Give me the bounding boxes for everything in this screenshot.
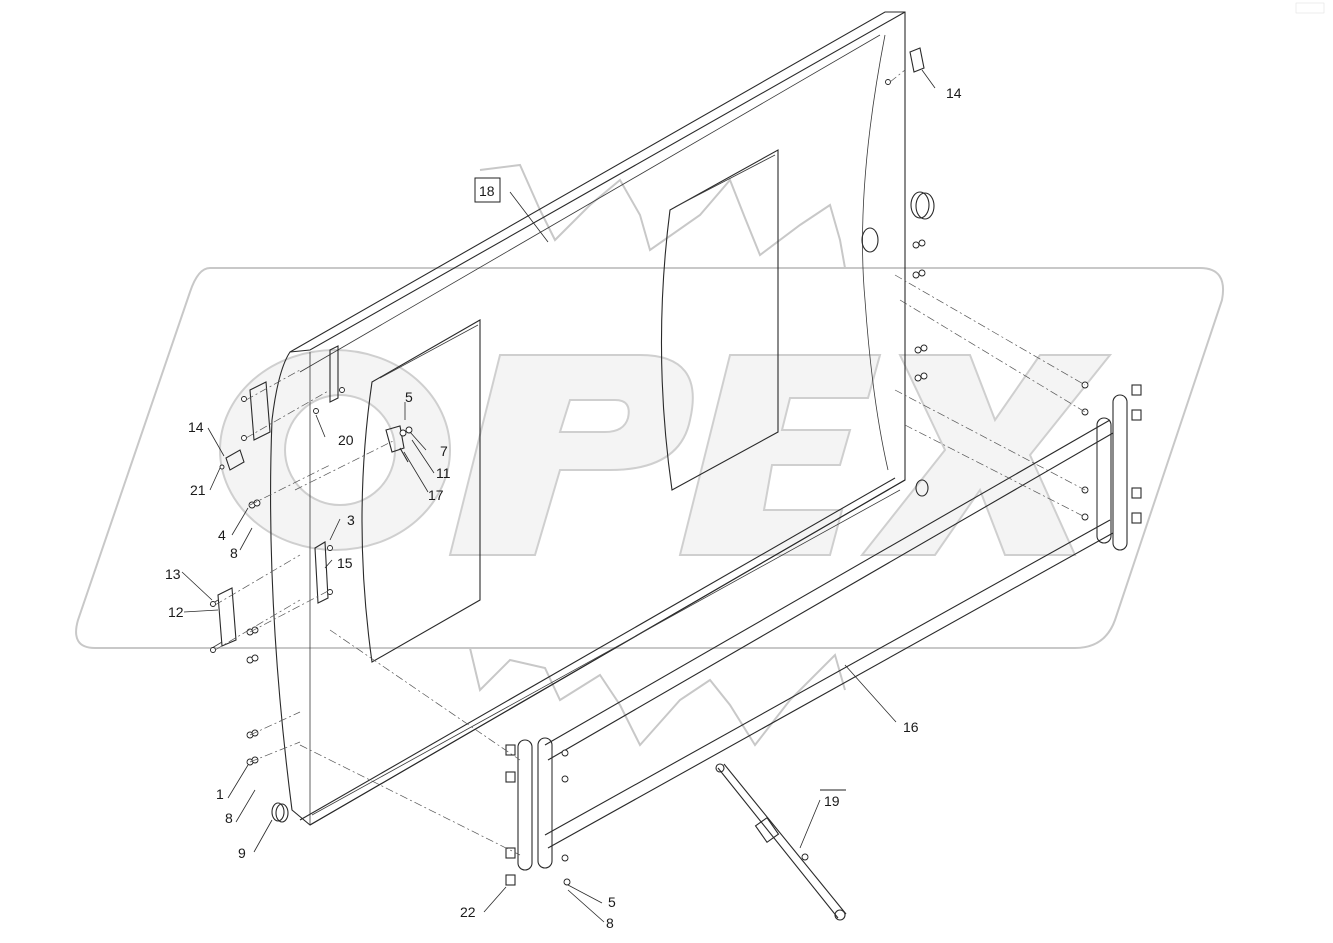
- callout-12: 12: [168, 604, 184, 620]
- callout-labels: 18 14 14 21 4 8 20 5 7 11 17 3 15 13 12 …: [165, 85, 962, 931]
- callout-1: 1: [216, 786, 224, 802]
- cap-right-top: [910, 191, 935, 220]
- callout-21: 21: [190, 482, 206, 498]
- cap-right-bottom: [915, 479, 929, 497]
- callout-16: 16: [903, 719, 919, 735]
- callout-19: 19: [824, 793, 840, 809]
- callout-13: 13: [165, 566, 181, 582]
- callout-14-right: 14: [946, 85, 962, 101]
- callout-9: 9: [238, 845, 246, 861]
- callout-8-lower: 8: [225, 810, 233, 826]
- callout-15: 15: [337, 555, 353, 571]
- frame-16: [505, 384, 1142, 886]
- bracket-17: [385, 425, 413, 463]
- strut-19: [715, 763, 847, 921]
- callout-7: 7: [440, 443, 448, 459]
- callout-11: 11: [436, 465, 451, 481]
- callout-14-left: 14: [188, 419, 204, 435]
- bar-top-left: [329, 345, 339, 403]
- callout-22: 22: [460, 904, 476, 920]
- callout-5-lower: 5: [608, 894, 616, 910]
- bracket-14-left: [225, 449, 245, 471]
- callout-18: 18: [479, 183, 495, 199]
- handle-upper: [249, 381, 271, 441]
- callout-18-box: [474, 177, 501, 203]
- bracket-14-right: [909, 47, 925, 73]
- alignment-lines: [214, 69, 1086, 856]
- callout-8-bottom: 8: [606, 915, 614, 931]
- leader-lines: [181, 69, 936, 923]
- panel-18: [270, 11, 906, 826]
- callout-3: 3: [347, 512, 355, 528]
- callout-20: 20: [338, 432, 354, 448]
- cap-part-9: [271, 802, 289, 823]
- handle-15: [314, 541, 329, 604]
- callout-17: 17: [428, 487, 444, 503]
- handle-12: [209, 587, 237, 649]
- callout-5-upper: 5: [405, 389, 413, 405]
- fasteners: [210, 79, 1089, 886]
- callout-4: 4: [218, 527, 226, 543]
- callout-8-upper: 8: [230, 545, 238, 561]
- corner-mark: [1295, 2, 1325, 14]
